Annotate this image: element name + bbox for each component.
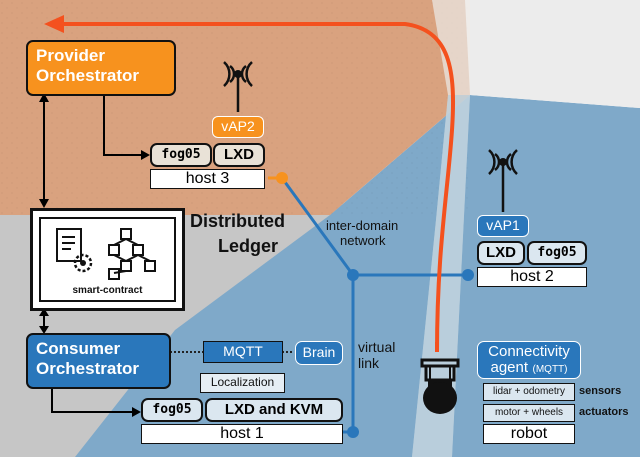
connectivity-agent-line1: Connectivity <box>488 343 570 360</box>
host1-label: host 1 <box>141 424 343 444</box>
host2-fog05-logo: fog05 <box>527 241 587 265</box>
host2-vap-badge[interactable]: vAP1 <box>477 215 529 237</box>
host2-lxd[interactable]: LXD <box>477 241 525 265</box>
connectivity-agent-box[interactable]: Connectivity agent (MQTT) <box>477 341 581 379</box>
inter-domain-label-line2: network <box>340 233 386 248</box>
ledger-box[interactable]: smart-contract <box>30 208 185 311</box>
contract-network-icon <box>56 228 156 280</box>
localization-service[interactable]: Localization <box>200 373 285 393</box>
host3-label: host 3 <box>150 169 265 189</box>
connectivity-agent-mqtt: (MQTT) <box>532 364 568 375</box>
provider-orchestrator-box[interactable]: Provider Orchestrator <box>26 40 176 96</box>
robot-label: robot <box>483 424 575 444</box>
virtual-link-label-line2: link <box>358 355 380 371</box>
host3-fog05-logo: fog05 <box>150 143 212 167</box>
actuators-box[interactable]: motor + wheels <box>483 404 575 422</box>
inter-domain-label-line1: inter-domain <box>326 218 399 233</box>
ledger-inner-frame <box>39 217 176 302</box>
robot-icon <box>420 358 460 414</box>
provider-orchestrator-title-line2: Orchestrator <box>36 66 139 85</box>
virtual-link-label-line1: virtual <box>358 339 396 355</box>
host1-lxd-kvm[interactable]: LXD and KVM <box>205 398 343 422</box>
host2-fog05-text: fog05 <box>537 245 577 260</box>
robot-path <box>60 22 456 353</box>
sensors-box[interactable]: lidar + odometry <box>483 383 575 401</box>
sensors-label: sensors <box>579 385 622 397</box>
host3-vap-badge[interactable]: vAP2 <box>212 116 264 138</box>
host1-fog05-text: fog05 <box>152 402 192 417</box>
actuators-label: actuators <box>579 406 629 418</box>
host3-lxd[interactable]: LXD <box>213 143 265 167</box>
consumer-orchestrator-title-line1: Consumer <box>36 339 121 358</box>
ledger-title-line2: Ledger <box>218 236 279 256</box>
ledger-title-line1: Distributed <box>190 211 286 231</box>
provider-orchestrator-title-line1: Provider <box>36 46 105 65</box>
host3-fog05-text: fog05 <box>161 147 201 162</box>
connectivity-agent-line2: agent <box>490 359 529 376</box>
host2-label: host 2 <box>477 267 587 287</box>
control-links <box>39 93 150 417</box>
consumer-orchestrator-box[interactable]: Consumer Orchestrator <box>26 333 171 389</box>
smart-contract-label: smart-contract <box>72 285 143 296</box>
brain-service[interactable]: Brain <box>295 341 343 365</box>
host1-fog05-logo: fog05 <box>141 398 203 422</box>
consumer-orchestrator-title-line2: Orchestrator <box>36 359 139 378</box>
mqtt-service[interactable]: MQTT <box>203 341 283 363</box>
